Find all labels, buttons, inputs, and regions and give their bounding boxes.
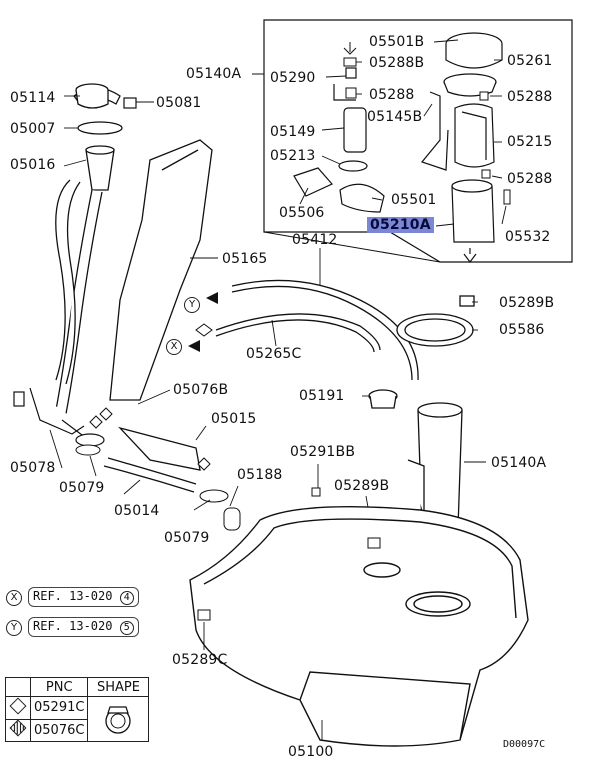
legend-row2-symbol	[5, 718, 31, 742]
part-label-05015[interactable]: 05015	[211, 411, 257, 427]
part-label-05114[interactable]: 05114	[10, 90, 56, 106]
part-label-05586[interactable]: 05586	[499, 322, 545, 338]
diamond-icon	[9, 697, 27, 715]
part-label-05149[interactable]: 05149	[270, 124, 316, 140]
part-label-05078[interactable]: 05078	[10, 460, 56, 476]
part-label-05506[interactable]: 05506	[279, 205, 325, 221]
pump-bracket-drawing	[420, 91, 449, 171]
part-label-05191[interactable]: 05191	[299, 388, 345, 404]
pump-cover-drawing	[454, 103, 495, 168]
pump-module-base-drawing	[451, 179, 495, 263]
part-label-05145B[interactable]: 05145B	[367, 109, 423, 125]
part-label-05291BB[interactable]: 05291BB	[290, 444, 356, 460]
hoses-drawing	[103, 279, 419, 493]
part-label-05412[interactable]: 05412	[292, 232, 338, 248]
filler-neck-drawing	[53, 87, 123, 425]
part-label-05501[interactable]: 05501	[391, 192, 437, 208]
part-label-05140A-main[interactable]: 05140A	[491, 455, 547, 471]
hatched-diamond-icon	[9, 719, 27, 737]
legend-row1-pnc[interactable]: 05291C	[29, 696, 89, 720]
part-label-05213[interactable]: 05213	[270, 148, 316, 164]
part-label-05079-a[interactable]: 05079	[59, 480, 105, 496]
fuel-pump-module-drawing	[368, 295, 475, 534]
part-label-05076B[interactable]: 05076B	[173, 382, 229, 398]
part-label-05288B[interactable]: 05288B	[369, 55, 425, 71]
inset-leader-lines	[299, 39, 507, 227]
part-label-05288-c[interactable]: 05288	[507, 171, 553, 187]
legend-header-shape: SHAPE	[87, 677, 150, 697]
inset-frame-line	[263, 231, 441, 263]
part-label-05079-b[interactable]: 05079	[164, 530, 210, 546]
part-label-05140A-inset[interactable]: 05140A	[186, 66, 242, 82]
filler-cap-drawing	[75, 83, 109, 109]
part-label-05007[interactable]: 05007	[10, 121, 56, 137]
clip-shape-icon	[105, 706, 132, 734]
part-label-05215[interactable]: 05215	[507, 134, 553, 150]
part-label-05532[interactable]: 05532	[505, 229, 551, 245]
part-label-05265C[interactable]: 05265C	[246, 346, 302, 362]
fuel-pump-drawing	[333, 67, 367, 153]
tank-protector-drawing	[109, 139, 213, 401]
legend-row1-symbol	[5, 696, 31, 720]
part-label-05290[interactable]: 05290	[270, 70, 316, 86]
fuel-gauge-cap-drawing	[443, 32, 503, 97]
legend-shape-cell	[87, 696, 150, 742]
reference-y-text: REF. 13-020	[33, 619, 113, 633]
part-label-05014[interactable]: 05014	[114, 503, 160, 519]
reference-x-text: REF. 13-020	[33, 589, 113, 603]
fuel-tank-drawing	[189, 505, 529, 747]
reference-y-number: 5	[119, 621, 134, 635]
part-label-05501B[interactable]: 05501B	[369, 34, 425, 50]
part-label-05289B-b[interactable]: 05289B	[334, 478, 390, 494]
reference-x-link[interactable]: REF. 13-020 4	[28, 587, 139, 607]
legend-header-pnc: PNC	[29, 677, 89, 697]
ref-marker-x: X	[6, 590, 22, 606]
part-label-05288-b[interactable]: 05288	[507, 89, 553, 105]
legend-corner-cell	[5, 677, 31, 697]
part-label-05288-a[interactable]: 05288	[369, 87, 415, 103]
legend-row2-pnc[interactable]: 05076C	[29, 718, 89, 742]
filter-drawing	[293, 160, 385, 213]
part-label-05188[interactable]: 05188	[237, 467, 283, 483]
reference-x-number: 4	[119, 591, 134, 605]
part-label-05289C[interactable]: 05289C	[172, 652, 228, 668]
ref-marker-y: Y	[6, 620, 22, 636]
shape-legend-table: PNC SHAPE 05291C 05076C	[5, 677, 150, 742]
part-label-05016[interactable]: 05016	[10, 157, 56, 173]
part-label-05210A-highlighted[interactable]: 05210A	[367, 217, 434, 233]
part-label-05261[interactable]: 05261	[507, 53, 553, 69]
part-label-05100[interactable]: 05100	[288, 744, 334, 760]
part-label-05081[interactable]: 05081	[156, 95, 202, 111]
reference-y-link[interactable]: REF. 13-020 5	[28, 617, 139, 637]
marker-x: X	[166, 339, 182, 355]
marker-y: Y	[184, 297, 200, 313]
connection-arrows	[188, 292, 218, 352]
part-label-05289B-a[interactable]: 05289B	[499, 295, 555, 311]
part-label-05165[interactable]: 05165	[222, 251, 268, 267]
drawing-code: D00097C	[503, 739, 546, 750]
